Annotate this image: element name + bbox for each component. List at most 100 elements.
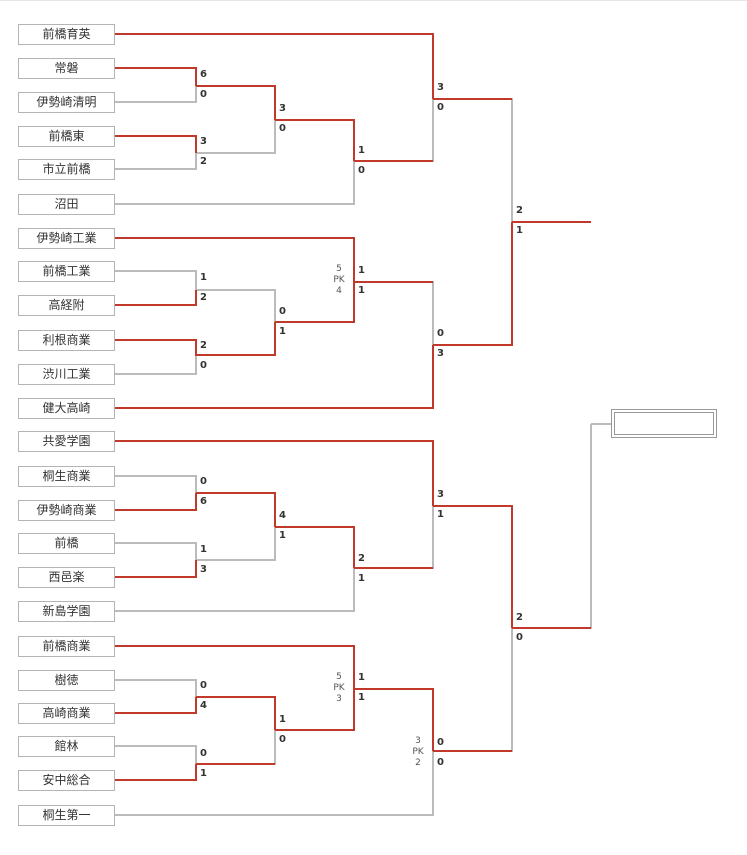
team-box: 伊勢崎商業 bbox=[18, 500, 115, 521]
pk-bottom: 4 bbox=[336, 286, 342, 296]
team-box: 館林 bbox=[18, 736, 115, 757]
loser-lines bbox=[115, 86, 611, 816]
score-bottom: 1 bbox=[358, 285, 365, 296]
line-winner bbox=[115, 493, 197, 511]
line-winner bbox=[275, 526, 355, 568]
score-top: 3 bbox=[200, 136, 207, 147]
champion-box bbox=[611, 409, 717, 438]
score-top: 1 bbox=[200, 272, 207, 283]
pk-label: PK bbox=[333, 275, 345, 285]
score-top: 1 bbox=[200, 544, 207, 555]
line-loser bbox=[115, 86, 197, 103]
score-bottom: 0 bbox=[200, 89, 207, 100]
score-top: 4 bbox=[279, 510, 286, 521]
line-winner bbox=[115, 67, 197, 86]
team-box: 前橋 bbox=[18, 533, 115, 554]
team-box: 常磐 bbox=[18, 58, 115, 79]
team-box: 市立前橋 bbox=[18, 159, 115, 180]
line-winner bbox=[196, 696, 276, 730]
line-winner bbox=[115, 322, 276, 356]
score-top: 0 bbox=[437, 328, 444, 339]
line-winner bbox=[115, 135, 197, 153]
score-bottom: 1 bbox=[279, 530, 286, 541]
line-winner bbox=[115, 237, 355, 282]
line-loser bbox=[196, 289, 276, 322]
line-winner bbox=[115, 33, 434, 99]
line-loser bbox=[354, 506, 434, 569]
team-box: 高崎商業 bbox=[18, 703, 115, 724]
line-winner bbox=[433, 222, 513, 346]
score-top: 0 bbox=[437, 737, 444, 748]
score-bottom: 1 bbox=[200, 768, 207, 779]
score-top: 2 bbox=[358, 553, 365, 564]
score-top: 6 bbox=[200, 69, 207, 80]
line-loser bbox=[115, 270, 197, 290]
line-loser bbox=[115, 751, 434, 816]
score-top: 3 bbox=[437, 489, 444, 500]
line-loser bbox=[115, 745, 197, 764]
pk-top: 5 bbox=[336, 672, 342, 682]
line-loser bbox=[354, 99, 434, 162]
team-box: 桐生第一 bbox=[18, 805, 115, 826]
line-loser bbox=[354, 281, 434, 345]
team-box: 高経附 bbox=[18, 295, 115, 316]
pk-result: 3 PK 2 bbox=[406, 736, 430, 769]
line-loser bbox=[115, 153, 197, 170]
team-box: 桐生商業 bbox=[18, 466, 115, 487]
score-top: 1 bbox=[358, 145, 365, 156]
line-winner bbox=[115, 345, 434, 409]
line-loser bbox=[115, 161, 355, 205]
line-winner bbox=[275, 119, 355, 161]
line-loser bbox=[196, 730, 276, 765]
score-bottom: 1 bbox=[358, 573, 365, 584]
score-top: 2 bbox=[516, 612, 523, 623]
line-loser bbox=[433, 628, 513, 752]
line-loser bbox=[115, 341, 197, 375]
top-divider bbox=[0, 0, 747, 1]
team-box: 樹徳 bbox=[18, 670, 115, 691]
line-winner bbox=[196, 85, 276, 120]
line-winner bbox=[196, 492, 276, 527]
score-bottom: 4 bbox=[200, 700, 207, 711]
line-loser bbox=[115, 542, 197, 560]
team-box: 前橋育英 bbox=[18, 24, 115, 45]
score-bottom: 1 bbox=[437, 509, 444, 520]
score-top: 3 bbox=[437, 82, 444, 93]
score-top: 0 bbox=[200, 748, 207, 759]
team-box: 新島学園 bbox=[18, 601, 115, 622]
pk-result: 5 PK 3 bbox=[327, 672, 351, 705]
score-top: 0 bbox=[279, 306, 286, 317]
line-loser bbox=[115, 679, 197, 697]
team-box: 前橋東 bbox=[18, 126, 115, 147]
line-winner bbox=[115, 645, 355, 689]
score-bottom: 1 bbox=[358, 692, 365, 703]
team-box: 健大高崎 bbox=[18, 398, 115, 419]
team-box: 沼田 bbox=[18, 194, 115, 215]
pk-label: PK bbox=[412, 747, 424, 757]
team-box: 前橋工業 bbox=[18, 261, 115, 282]
line-winner bbox=[433, 505, 513, 628]
score-bottom: 0 bbox=[200, 360, 207, 371]
team-box: 伊勢崎工業 bbox=[18, 228, 115, 249]
score-top: 1 bbox=[279, 714, 286, 725]
pk-top: 5 bbox=[336, 264, 342, 274]
pk-result: 5 PK 4 bbox=[327, 264, 351, 297]
pk-label: PK bbox=[333, 683, 345, 693]
score-bottom: 6 bbox=[200, 496, 207, 507]
score-top: 0 bbox=[200, 476, 207, 487]
score-top: 2 bbox=[200, 340, 207, 351]
score-bottom: 0 bbox=[279, 123, 286, 134]
line-loser bbox=[196, 527, 276, 561]
score-bottom: 0 bbox=[279, 734, 286, 745]
team-box: 西邑楽 bbox=[18, 567, 115, 588]
score-bottom: 0 bbox=[516, 632, 523, 643]
team-box: 伊勢崎清明 bbox=[18, 92, 115, 113]
score-bottom: 0 bbox=[437, 757, 444, 768]
line-winner bbox=[115, 290, 197, 306]
line-loser bbox=[512, 424, 592, 629]
score-bottom: 2 bbox=[200, 156, 207, 167]
line-loser bbox=[196, 120, 276, 154]
line-loser bbox=[115, 475, 197, 493]
line-winner bbox=[115, 764, 197, 781]
